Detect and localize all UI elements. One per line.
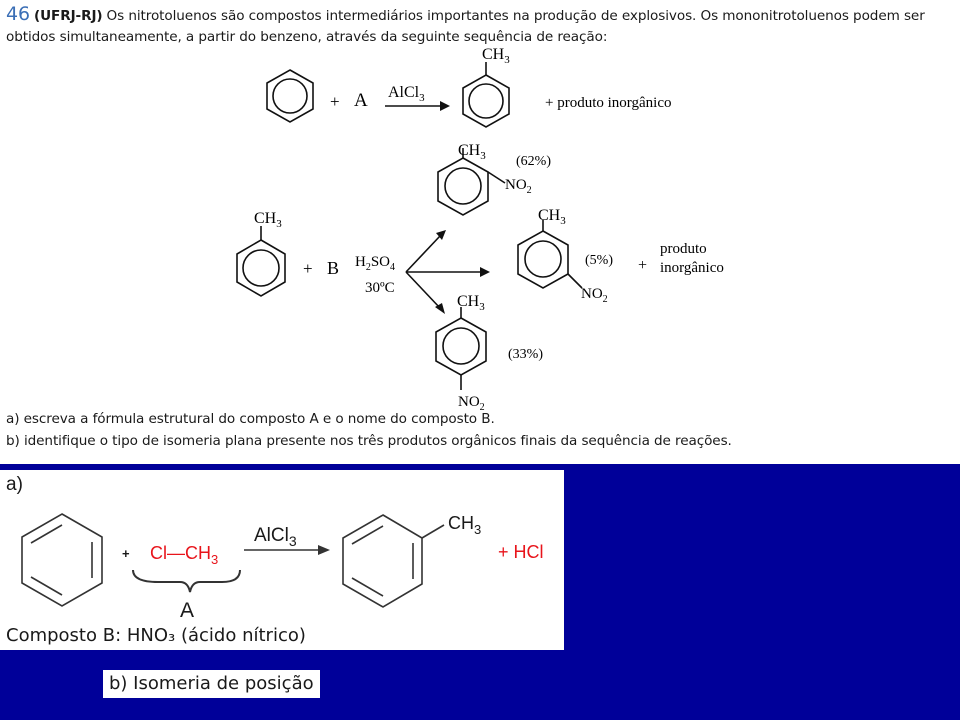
plus-sign: + [122,546,130,561]
plus-sign: + [330,92,340,111]
nitro-group-label: NO2 [505,177,532,196]
nitro-group-label: NO2 [458,394,485,413]
compound-b-answer: Composto B: HNO₃ (ácido nítrico) [6,625,306,646]
benzene-ring-reactant [266,69,314,123]
meta-nitrotoluene-ring [517,220,583,289]
toluene-ring-reactant [236,226,286,297]
byproduct-label: produto [660,241,707,257]
plus-sign: + [303,259,313,278]
nitro-group-label: NO2 [581,286,608,305]
reagent-b-label: B [327,258,339,278]
answer-a-panel: a) + Cl—CH3 AlCl3 [0,470,564,650]
ortho-nitrotoluene-ring [437,148,506,216]
catalyst-label: AlCl3 [254,525,297,549]
question-source: (UFRJ-RJ) [33,8,103,24]
question-section: 46(UFRJ-RJ)Os nitrotoluenos são composto… [6,3,956,452]
byproduct-label: + produto inorgânico [545,95,672,111]
meta-percent: (5%) [585,253,613,268]
methyl-group-label: CH3 [538,207,566,227]
arrow-to-ortho [405,235,441,273]
question-items: a) escreva a fórmula estrutural do compo… [6,408,956,452]
condition-acid-label: H2SO4 [355,254,395,273]
reagent-a-label: A [354,90,368,111]
arrow-to-para [405,271,441,309]
toluene-ring-product [462,62,510,128]
reaction-scheme: + A AlCl3 CH3 + produto inorgânico CH3 +… [236,46,724,413]
methyl-group-label: CH3 [254,210,282,230]
methyl-group-label: CH3 [457,293,485,313]
byproduct-label: inorgânico [660,260,724,276]
ortho-percent: (62%) [516,154,551,169]
catalyst-label: AlCl3 [388,84,425,104]
answer-a-label: a) [6,474,23,495]
hcl-byproduct-label: + HCl [498,542,544,562]
brace-label-a: A [180,599,194,622]
answer-b-box: b) Isomeria de posição [103,670,320,698]
answer-reaction-scheme: a) + Cl—CH3 AlCl3 [6,474,544,622]
para-percent: (33%) [508,347,543,362]
para-nitrotoluene-ring [435,307,487,390]
question-item-a: a) escreva a fórmula estrutural do compo… [6,411,495,427]
question-item-b: b) identifique o tipo de isomeria plana … [6,433,732,449]
benzene-ring [21,513,103,607]
reagent-brace [132,569,241,593]
chloromethane-label: Cl—CH3 [150,543,218,567]
question-number: 46 [6,3,30,25]
question-statement: 46(UFRJ-RJ)Os nitrotoluenos são composto… [6,4,956,48]
question-text: Os nitrotoluenos são compostos intermedi… [6,8,925,45]
methyl-group-label: CH3 [458,142,486,162]
toluene-ring [342,514,445,608]
plus-sign: + [638,257,647,274]
methyl-group-label: CH3 [448,513,481,537]
condition-temperature-label: 30ºC [365,280,395,296]
methyl-group-label: CH3 [482,46,510,66]
